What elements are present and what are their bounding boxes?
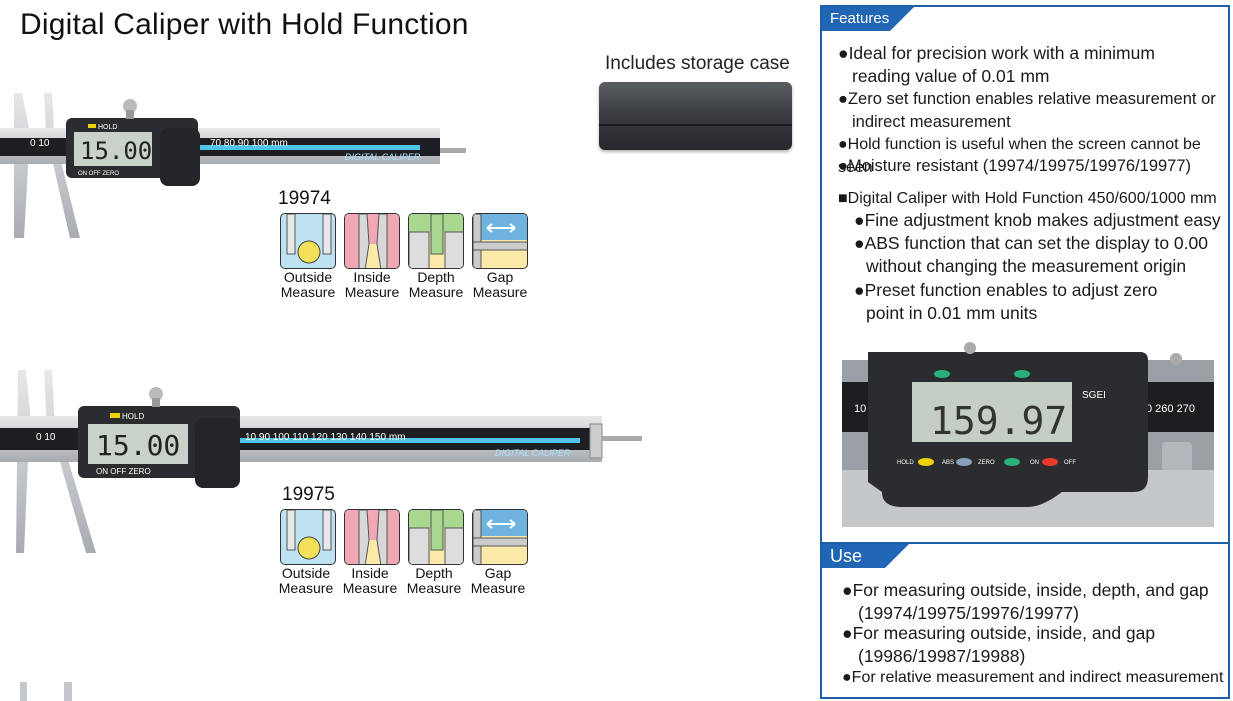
depth-measure-icon	[408, 509, 464, 565]
feature-item: ●Zero set function enables relative meas…	[838, 90, 1216, 131]
svg-text:ON OFF ZERO: ON OFF ZERO	[96, 467, 151, 476]
feature-item: ●Ideal for precision work with a minimum…	[838, 43, 1155, 86]
svg-text:0 10: 0 10	[30, 138, 50, 149]
svg-text:ON OFF ZERO: ON OFF ZERO	[78, 171, 119, 177]
model-number: 19974	[278, 188, 331, 209]
feature-subitem: ●ABS function that can set the display t…	[854, 233, 1208, 276]
svg-text:OFF: OFF	[1064, 460, 1076, 466]
caliper-19974-image: 70 80 90 100 mm 0 10 DIGITAL CALIPER 15.…	[0, 93, 466, 238]
features-heading: Features	[822, 7, 914, 31]
gap-measure-icon	[472, 509, 528, 565]
use-item: ●For relative measurement and indirect m…	[842, 669, 1224, 686]
feature-item: ●Hold function is useful when the screen…	[838, 136, 1201, 176]
svg-text:SGEI: SGEI	[1082, 390, 1106, 401]
closeup-lcd-display: 159.97	[930, 399, 1067, 443]
svg-text:HOLD: HOLD	[122, 412, 144, 421]
model-number: 19975	[282, 484, 335, 505]
feature-subitem: ●Fine adjustment knob makes adjustment e…	[854, 210, 1221, 230]
use-item: ●For measuring outside, inside, depth, a…	[842, 580, 1209, 623]
svg-text:0 10: 0 10	[36, 432, 56, 443]
use-heading: Use	[822, 544, 909, 568]
svg-text:10: 10	[854, 403, 866, 415]
features-panel: Features ●Ideal for precision work with …	[820, 5, 1230, 699]
svg-text:DIGITAL CALIPER: DIGITAL CALIPER	[345, 152, 421, 162]
svg-text:ON: ON	[1030, 460, 1039, 466]
caliper-19975-image: 10 90 100 110 120 130 140 150 mm 0 10 DI…	[0, 370, 642, 553]
caliper-closeup-image: 0 260 270 10 159.97 HOLD ABS ZERO ON OFF…	[842, 342, 1214, 527]
svg-text:HOLD: HOLD	[98, 124, 117, 131]
svg-text:DIGITAL CALIPER: DIGITAL CALIPER	[495, 448, 571, 458]
caliper-partial-image	[20, 682, 72, 701]
storage-case-label: Includes storage case	[605, 53, 790, 74]
outside-measure-icon	[280, 213, 336, 269]
gap-measure-icon	[472, 213, 528, 269]
storage-case-image	[599, 82, 792, 150]
inside-measure-icon	[344, 213, 400, 269]
depth-measure-icon	[408, 213, 464, 269]
inside-measure-icon	[344, 509, 400, 565]
lcd-display: 15.00	[80, 137, 152, 165]
svg-text:0 260 270: 0 260 270	[1146, 403, 1195, 415]
svg-text:HOLD: HOLD	[897, 460, 914, 466]
svg-text:ABS: ABS	[942, 460, 954, 466]
scale-text: 70 80 90 100 mm	[210, 138, 288, 149]
svg-text:10 90 100 110 120 130 14: 10 90 100 110 120 130 140 150 mm	[245, 432, 406, 443]
feature-subheading: ■Digital Caliper with Hold Function 450/…	[838, 190, 1217, 207]
use-item: ●For measuring outside, inside, and gap(…	[842, 623, 1156, 666]
feature-item: ●Moisture resistant (19974/19975/19976/1…	[838, 157, 1192, 175]
outside-measure-icon	[280, 509, 336, 565]
svg-text:ZERO: ZERO	[978, 460, 995, 466]
svg-text:15.00: 15.00	[96, 429, 180, 462]
page-title: Digital Caliper with Hold Function	[20, 8, 469, 41]
section-divider	[822, 542, 1228, 544]
